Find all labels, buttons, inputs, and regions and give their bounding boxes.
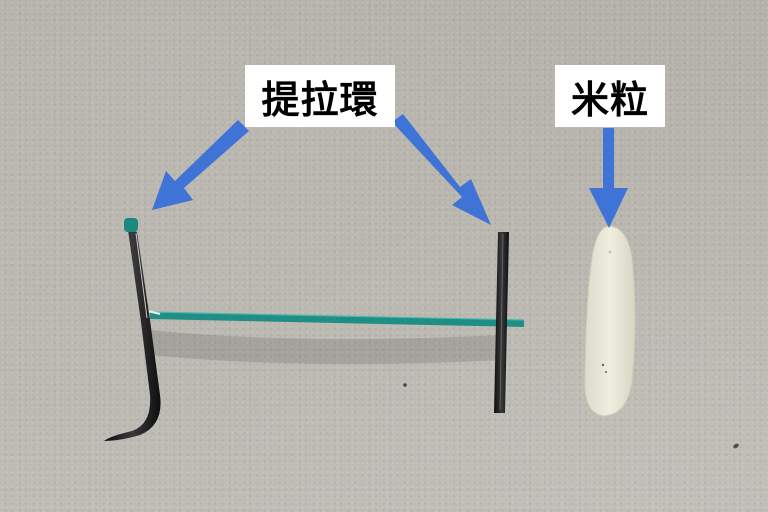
arrow-down-icon — [589, 128, 628, 228]
left-pin-teal-tip — [124, 218, 138, 232]
pull-tab-label: 提拉環 — [245, 65, 395, 127]
arrow-down-right-icon — [392, 114, 491, 225]
arrow-down-left-icon — [152, 120, 249, 210]
debris-speck — [733, 443, 739, 449]
rice-grain — [584, 225, 636, 417]
debris-speck — [403, 383, 407, 387]
right-pin — [494, 232, 509, 413]
teal-filament — [147, 310, 525, 327]
object-shadows — [150, 330, 505, 364]
rice-grain-label: 米粒 — [555, 65, 665, 127]
left-pin — [104, 218, 161, 441]
